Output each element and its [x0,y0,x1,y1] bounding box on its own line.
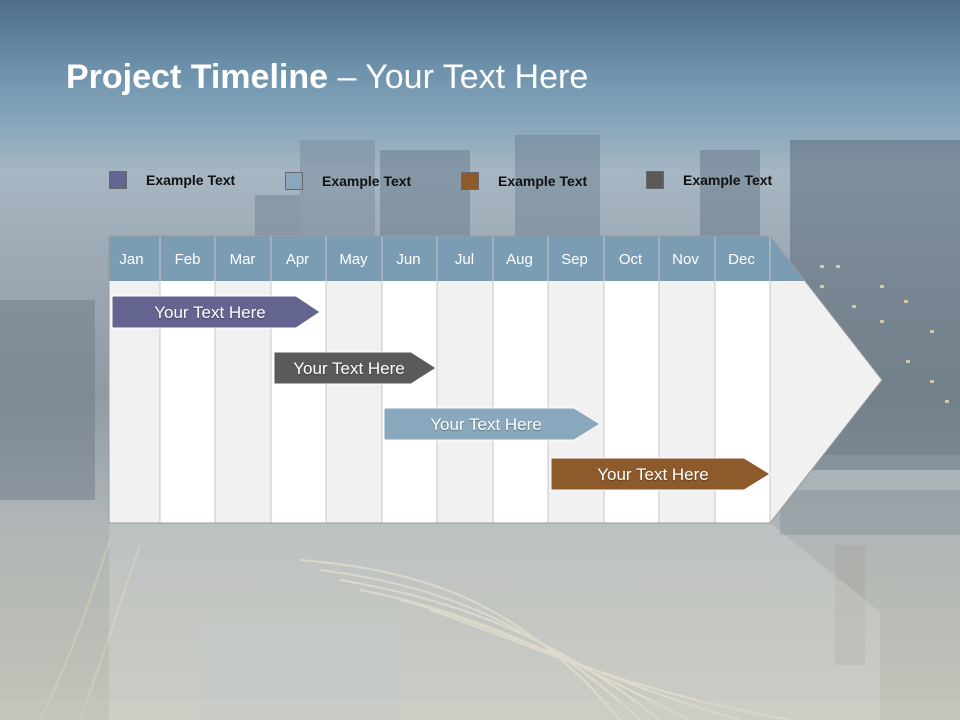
month-label-feb: Feb [174,251,201,268]
month-label-may: May [339,251,368,268]
month-label-apr: Apr [285,251,310,268]
month-label-sep: Sep [561,251,588,268]
month-label-mar: Mar [229,251,256,268]
legend-swatch-purple [109,171,127,189]
task-bar-label: Your Text Here [430,415,542,434]
month-label-dec: Dec [728,251,755,268]
task-bar-label: Your Text Here [293,359,405,378]
title-rest-text: – Your Text Here [328,58,589,96]
month-label-jun: Jun [396,251,421,268]
task-bar-3 [383,407,601,441]
month-label-jul: Jul [454,251,475,268]
slide-title: Project Timeline – Your Text Here [66,58,588,97]
legend-label: Example Text [322,173,412,189]
timeline-arrow-outline [108,235,883,524]
task-bar-1 [111,295,321,329]
task-bar-2 [273,351,437,385]
legend-label: Example Text [498,173,588,189]
legend-label: Example Text [146,172,236,188]
month-header-band [109,236,805,281]
task-bar-label: Your Text Here [597,465,709,484]
legend-swatch-light-blue [285,172,303,190]
month-label-oct: Oct [618,251,643,268]
legend-label: Example Text [683,172,773,188]
month-label-aug: Aug [506,251,533,268]
month-label-jan: Jan [119,251,144,268]
legend-swatch-brown [461,172,479,190]
task-bar-4 [550,457,771,491]
legend-swatch-gray [646,171,664,189]
timeline-arrow-reflection [109,523,880,720]
task-bar-label: Your Text Here [154,303,266,322]
month-label-nov: Nov [672,251,699,268]
title-bold-text: Project Timeline [66,58,329,96]
